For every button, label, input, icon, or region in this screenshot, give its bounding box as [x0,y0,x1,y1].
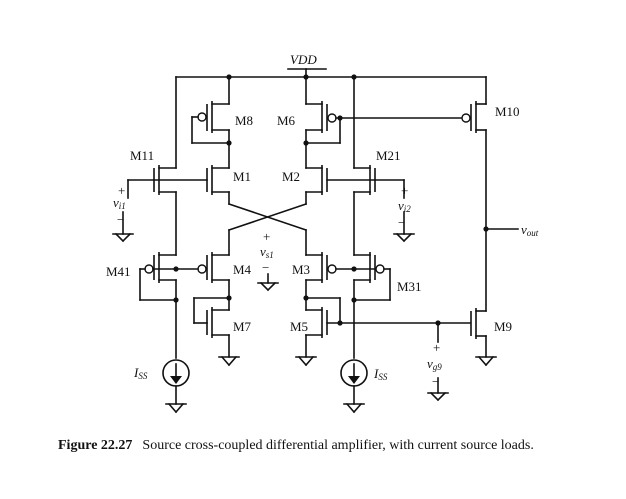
transistor-m11 [153,76,177,256]
m2-label: M2 [282,169,300,184]
transistor-m2 [305,165,328,205]
vg9-label: vg9 [427,356,442,372]
m3-label: M3 [292,262,310,277]
input-right-gate [326,179,405,199]
output-node [483,226,519,232]
m8-label: M8 [235,113,253,128]
vi2-minus: − [398,215,405,230]
iss-left-label: ISS [133,365,148,381]
m11-label: M11 [130,148,154,163]
transistor-m21 [353,76,376,256]
m4-label: M4 [233,262,252,277]
transistor-m8 [191,76,232,169]
vi2-label: vi2 [398,198,411,214]
vdd-label: VDD [290,52,317,67]
transistor-m4 [152,252,230,311]
vg9-plus: + [433,340,440,355]
transistor-m41 [139,252,179,359]
vdd-rail [175,68,487,80]
transistor-m9 [435,308,487,358]
vg9-minus: − [432,374,439,389]
m41-label: M41 [106,264,131,279]
ground-m5 [295,355,317,367]
source-vi1 [112,211,134,243]
transistor-m6 [303,76,467,169]
m7-label: M7 [233,319,252,334]
figure-number: Figure 22.27 [58,438,133,453]
m5-label: M5 [290,319,308,334]
transistor-m31 [351,252,391,359]
iss-right-label: ISS [373,366,388,382]
m9-label: M9 [494,319,512,334]
figure-caption: Figure 22.27 Source cross-coupled differe… [58,438,618,454]
input-left-gate [127,179,208,199]
transistor-m10 [461,76,487,312]
ground-m9 [475,355,497,367]
vs1-label: vs1 [260,244,274,260]
m10-label: M10 [495,104,520,119]
m1-label: M1 [233,169,251,184]
transistor-m3 [305,252,381,311]
source-vs1 [257,273,279,292]
vs1-minus: − [262,260,269,275]
vs1-plus: + [263,229,270,244]
ground-m7 [218,355,240,367]
vi1-minus: − [117,212,124,227]
current-source-right [340,359,368,414]
current-source-left [162,359,190,414]
m31-label: M31 [397,279,422,294]
m6-label: M6 [277,113,296,128]
vi1-plus: + [118,183,125,198]
transistor-m7 [193,295,232,358]
vout-label: vout [521,222,539,238]
source-vg9 [427,377,449,402]
vi2-plus: + [401,183,408,198]
vi1-label: vi1 [113,195,126,211]
caption-text: Source cross-coupled differential amplif… [142,438,534,453]
source-vi2 [393,211,415,243]
cross-coupling [227,202,308,256]
m21-label: M21 [376,148,401,163]
transistor-m1 [206,165,230,205]
transistor-m5 [303,295,471,358]
